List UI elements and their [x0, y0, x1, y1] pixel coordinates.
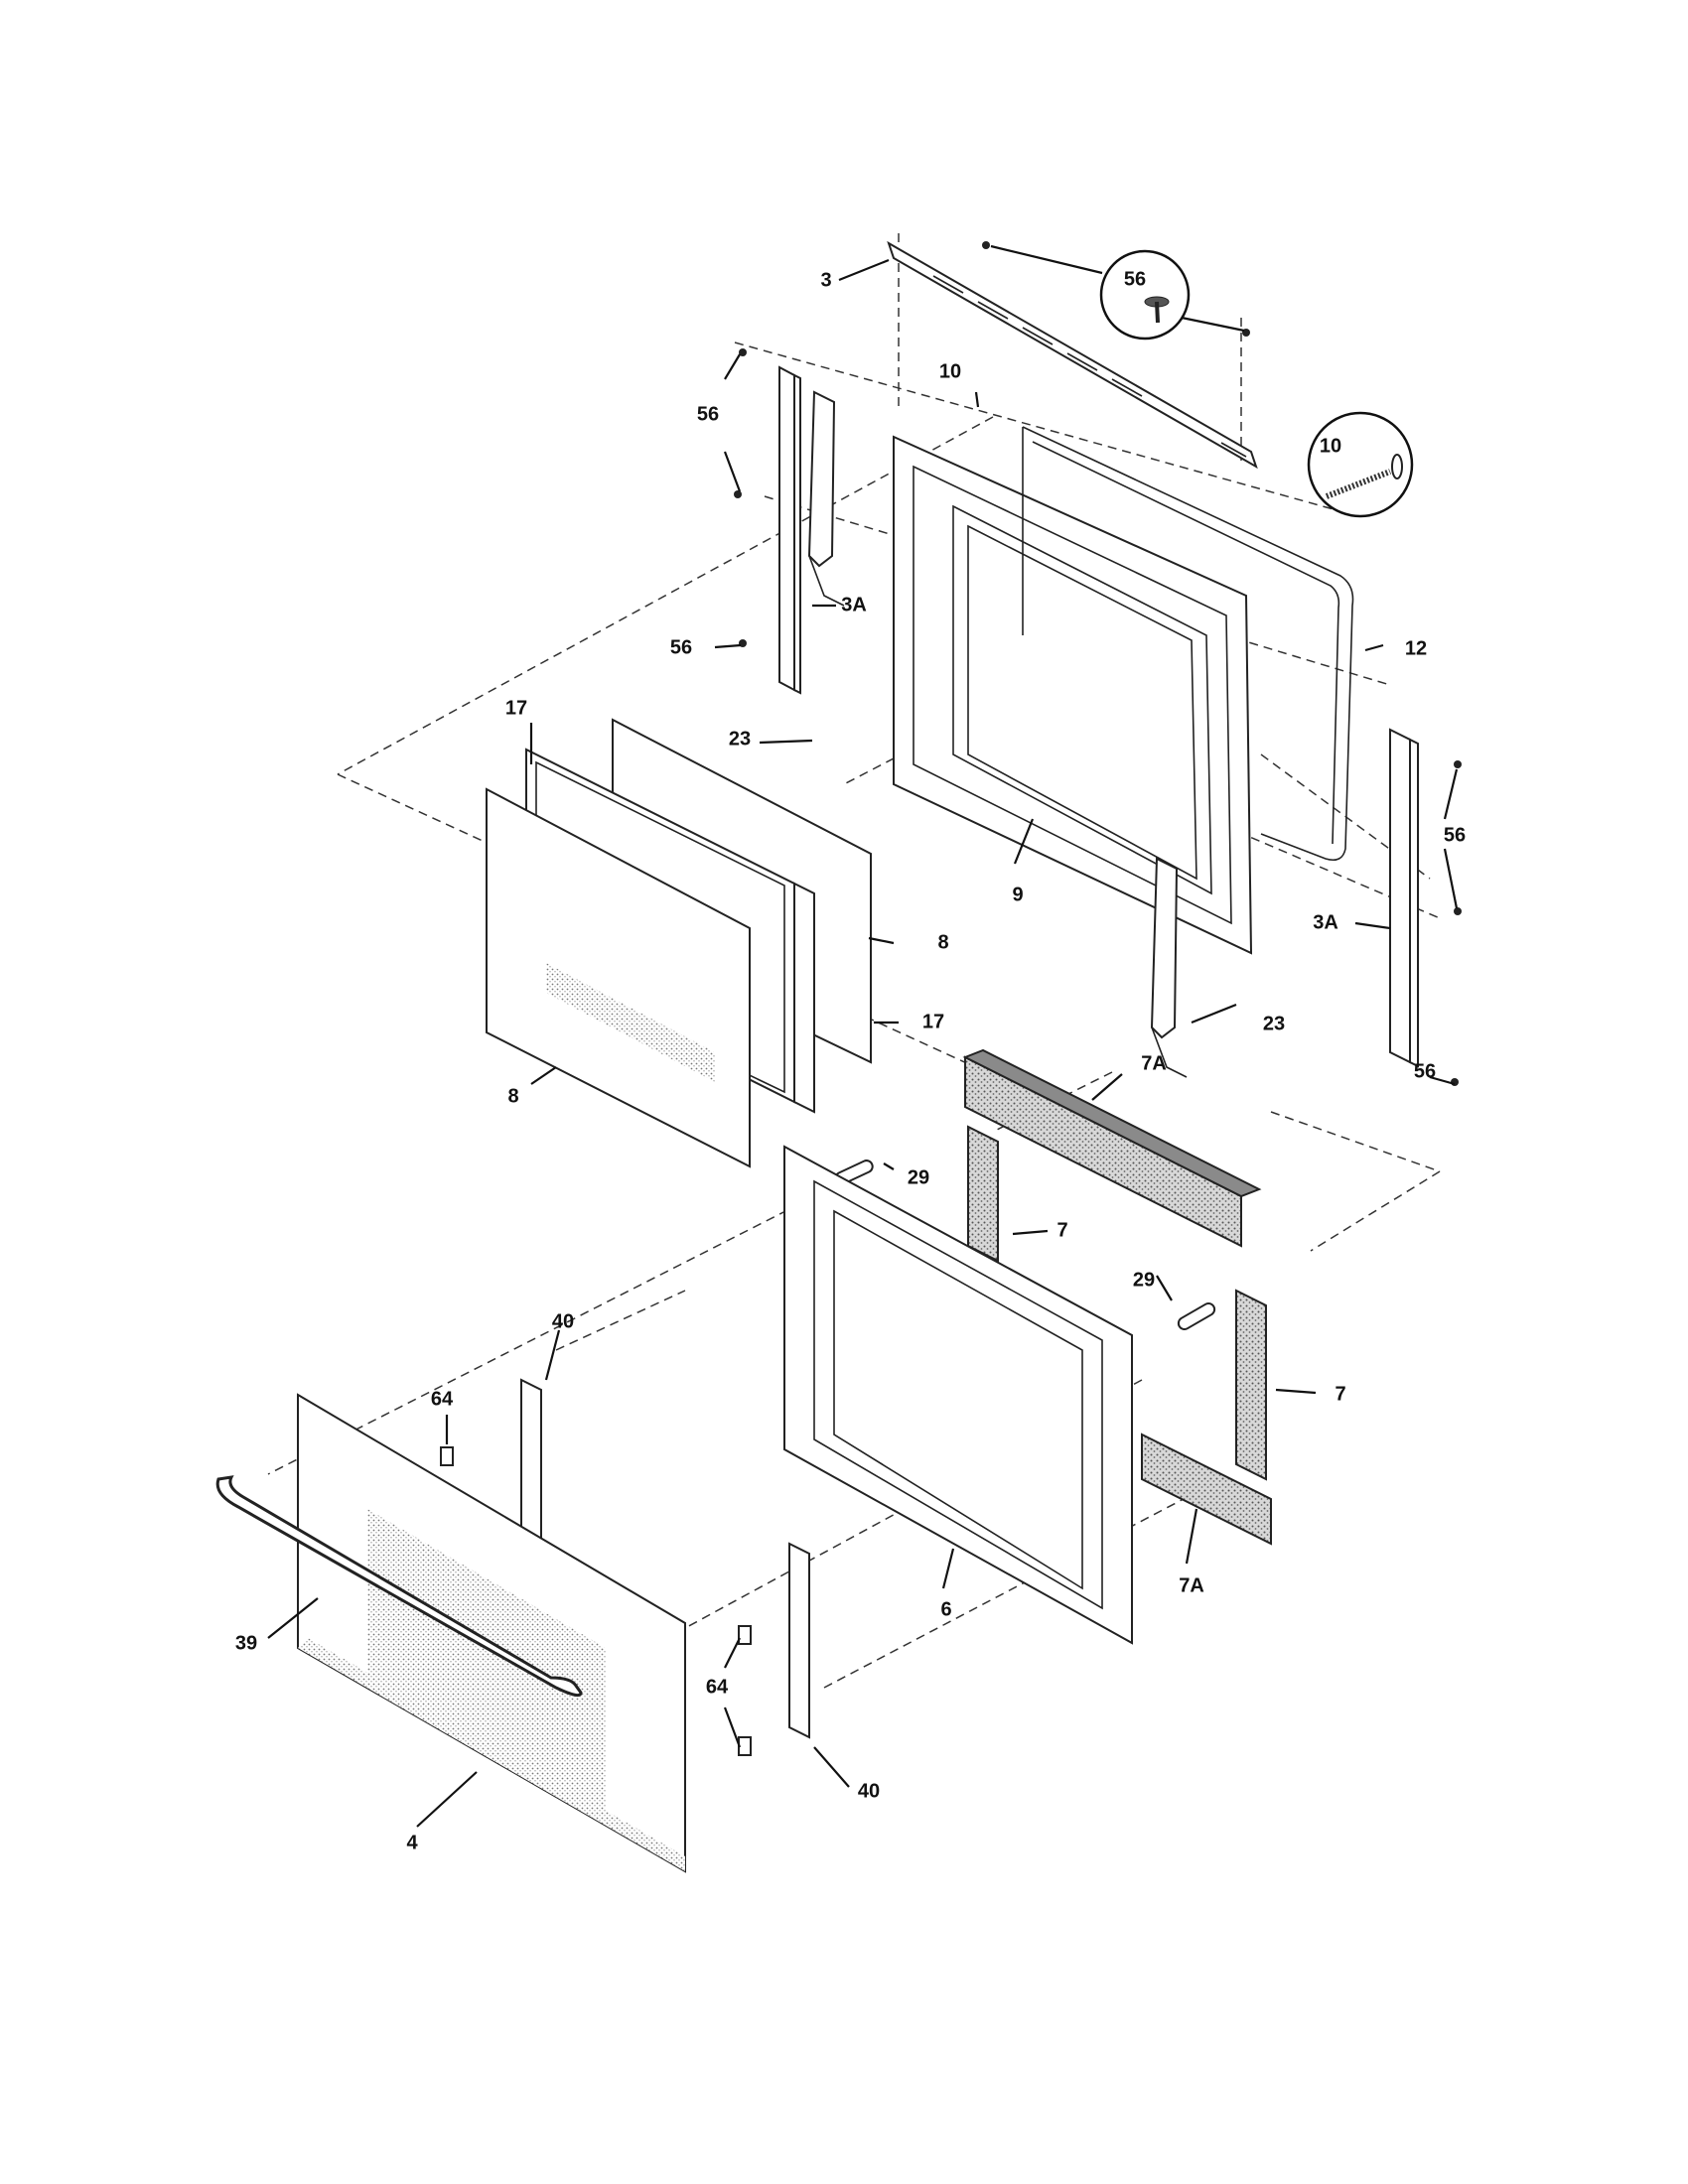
label-3: 3 [820, 269, 831, 291]
label-12: 12 [1405, 637, 1427, 659]
label-8-right: 8 [937, 931, 948, 953]
label-17-top: 17 [505, 697, 527, 719]
label-56-callout: 56 [1124, 268, 1146, 290]
door-clips [440, 1446, 752, 1756]
side-trim-left [778, 365, 801, 695]
hinge-right [1150, 857, 1188, 1078]
glass-panel-front [486, 787, 751, 1168]
label-64-top: 64 [431, 1388, 454, 1410]
label-7A-bottom: 7A [1179, 1574, 1204, 1596]
leader-lines [267, 244, 1459, 1828]
pin-right [1177, 1302, 1216, 1330]
label-56-right-top: 56 [1444, 824, 1466, 846]
vent-slots [932, 275, 1247, 458]
label-10-callout: 10 [1320, 435, 1341, 457]
label-39: 39 [235, 1632, 257, 1654]
label-6: 6 [940, 1598, 951, 1620]
label-7A-top: 7A [1141, 1052, 1167, 1074]
label-7-right: 7 [1335, 1383, 1345, 1405]
hinge-left [807, 390, 845, 607]
inner-door-frame [783, 1145, 1133, 1645]
label-29-right: 29 [1133, 1269, 1155, 1291]
label-17-right: 17 [922, 1011, 944, 1032]
label-29-top: 29 [908, 1166, 929, 1188]
label-9: 9 [1012, 884, 1023, 905]
insulation-left-7 [967, 1125, 999, 1263]
label-23-left: 23 [729, 728, 751, 750]
insulation-bottom-7A [1141, 1433, 1272, 1546]
callout-56-circle [1099, 249, 1191, 341]
label-10-top: 10 [939, 360, 961, 382]
label-64-bottom: 64 [706, 1676, 729, 1698]
label-4: 4 [406, 1832, 418, 1853]
door-handle [215, 1475, 583, 1698]
label-40-bottom: 40 [858, 1780, 880, 1802]
glass-retainer-right [793, 882, 815, 1114]
hinge-receiver-bottom [788, 1542, 810, 1739]
top-vent-trim [887, 240, 1258, 470]
insulation-top-7A [962, 1048, 1262, 1248]
side-trim-right [1389, 728, 1419, 1068]
door-gasket [1022, 426, 1354, 862]
label-3A-left: 3A [841, 594, 867, 615]
part-labels: 3 56 10 10 56 3A 56 12 17 23 56 3A 9 8 1… [235, 268, 1466, 1853]
label-23-right: 23 [1263, 1013, 1285, 1034]
outer-door-panel [297, 1393, 686, 1873]
label-56-left-top: 56 [697, 403, 719, 425]
callout-10-circle [1307, 411, 1414, 518]
label-3A-right: 3A [1313, 911, 1338, 933]
insulation-right-7 [1235, 1289, 1267, 1481]
inner-door-liner [893, 435, 1253, 955]
label-40-top: 40 [552, 1310, 574, 1332]
hinge-receiver-top [520, 1378, 542, 1551]
label-56-left-mid: 56 [670, 636, 692, 658]
label-8-left: 8 [507, 1085, 518, 1107]
label-56-right-bottom: 56 [1414, 1060, 1436, 1082]
label-7-top: 7 [1056, 1219, 1067, 1241]
